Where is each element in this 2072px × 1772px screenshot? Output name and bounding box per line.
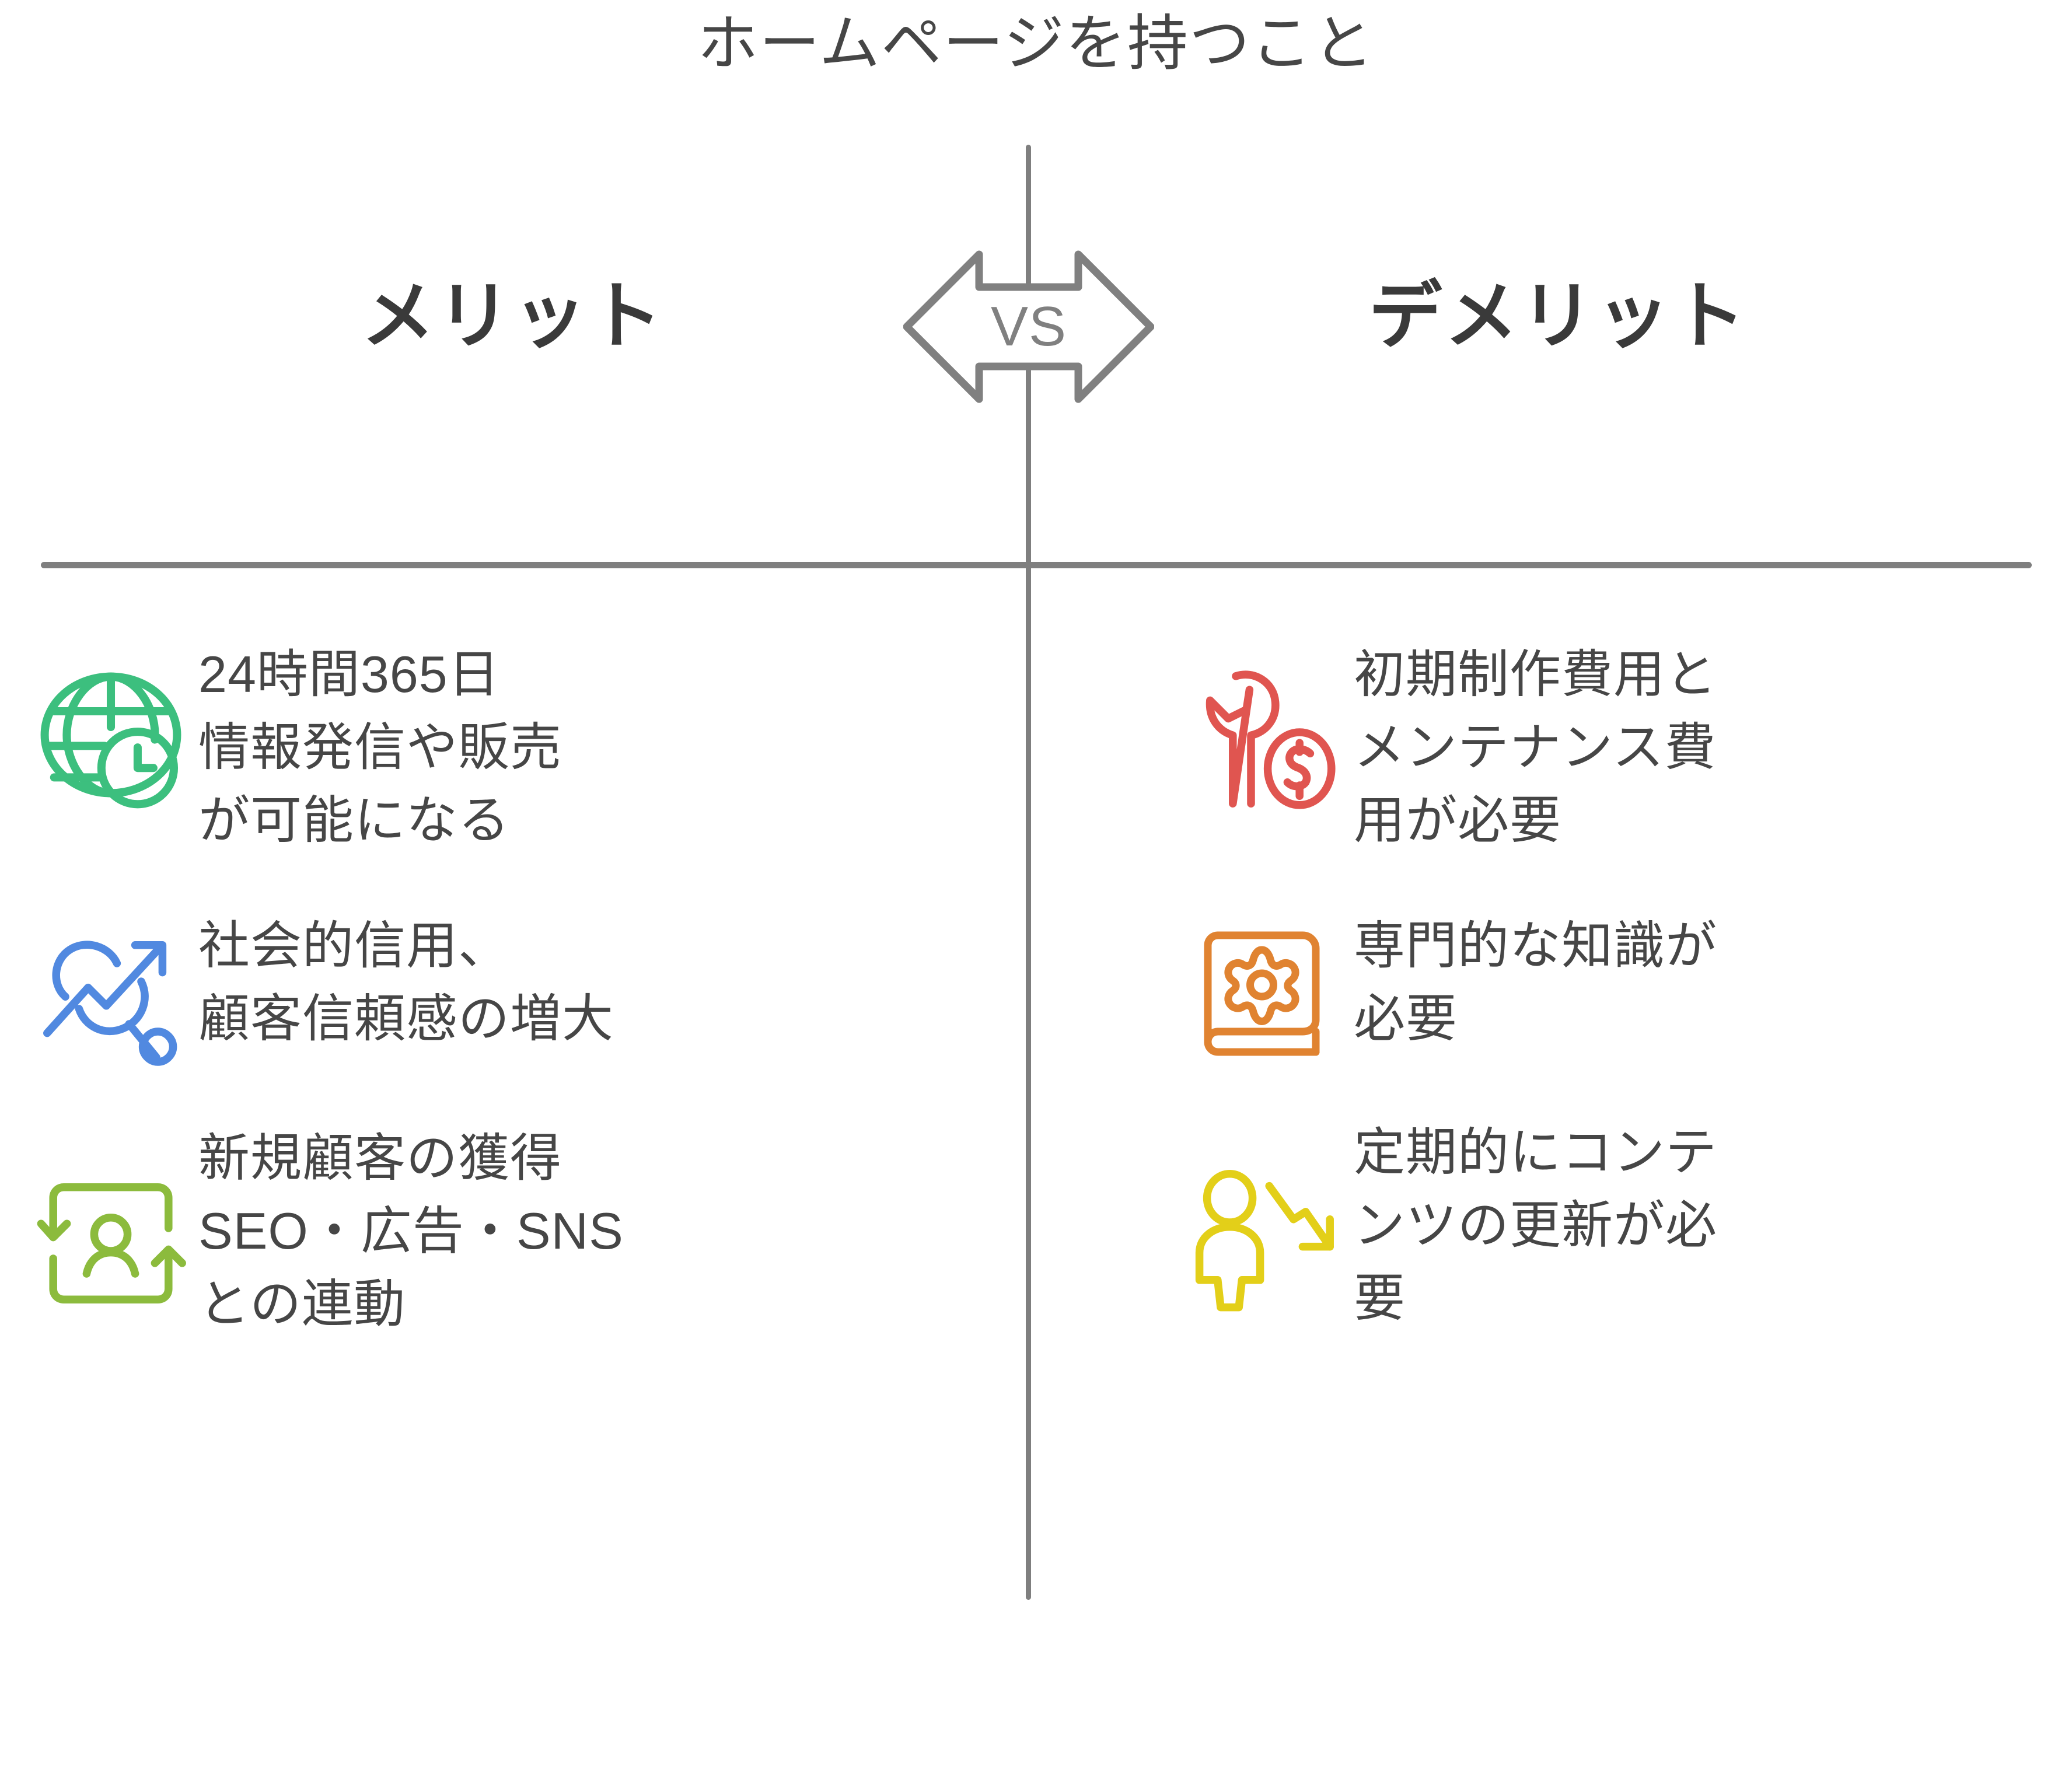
vertical-divider bbox=[1026, 145, 1031, 1600]
demerit-item-text: 専門的な知識が 必要 bbox=[1354, 916, 1718, 1047]
demerit-list: 初期制作費用と メンテナンス費 用が必要 専門的な知識が 必要 bbox=[1179, 636, 2072, 1385]
demerit-item: 定期的にコンテ ンツの更新が必 要 bbox=[1179, 1114, 2072, 1335]
vs-label: VS bbox=[990, 295, 1067, 358]
double-arrow-icon bbox=[903, 250, 1154, 403]
merit-item-text: 社会的信用、 顧客信頼感の増大 bbox=[198, 916, 614, 1047]
merit-heading: メリット bbox=[361, 275, 665, 357]
merit-item: 24時間365日 情報発信や販売 が可能になる bbox=[23, 636, 1015, 857]
user-cycle-icon bbox=[23, 1120, 198, 1319]
trending-up-search-icon bbox=[23, 907, 198, 1070]
demerit-item: 初期制作費用と メンテナンス費 用が必要 bbox=[1179, 636, 2072, 857]
page-title: ホームページを持つこと bbox=[697, 10, 1375, 78]
globe-clock-icon bbox=[23, 636, 198, 822]
horizontal-divider bbox=[41, 562, 2032, 568]
wrench-money-icon bbox=[1179, 636, 1354, 816]
vs-badge: VS bbox=[903, 233, 1154, 420]
book-gear-icon bbox=[1179, 907, 1354, 1064]
merit-item-text: 新規顧客の獲得 SEO・広告・SNS との連動 bbox=[198, 1128, 624, 1333]
merit-list: 24時間365日 情報発信や販売 が可能になる 社会的信用、 顧客信頼感の増大 bbox=[23, 636, 1015, 1391]
merit-item-text: 24時間365日 情報発信や販売 が可能になる bbox=[198, 645, 562, 849]
merit-item: 社会的信用、 顧客信頼感の増大 bbox=[23, 907, 1015, 1070]
demerit-item-text: 初期制作費用と メンテナンス費 用が必要 bbox=[1354, 645, 1718, 849]
person-down-arrow-icon bbox=[1179, 1114, 1354, 1313]
demerit-item: 専門的な知識が 必要 bbox=[1179, 907, 2072, 1064]
demerit-item-text: 定期的にコンテ ンツの更新が必 要 bbox=[1354, 1123, 1718, 1327]
merit-item: 新規顧客の獲得 SEO・広告・SNS との連動 bbox=[23, 1120, 1015, 1341]
demerit-heading: デメリット bbox=[1368, 275, 1748, 357]
